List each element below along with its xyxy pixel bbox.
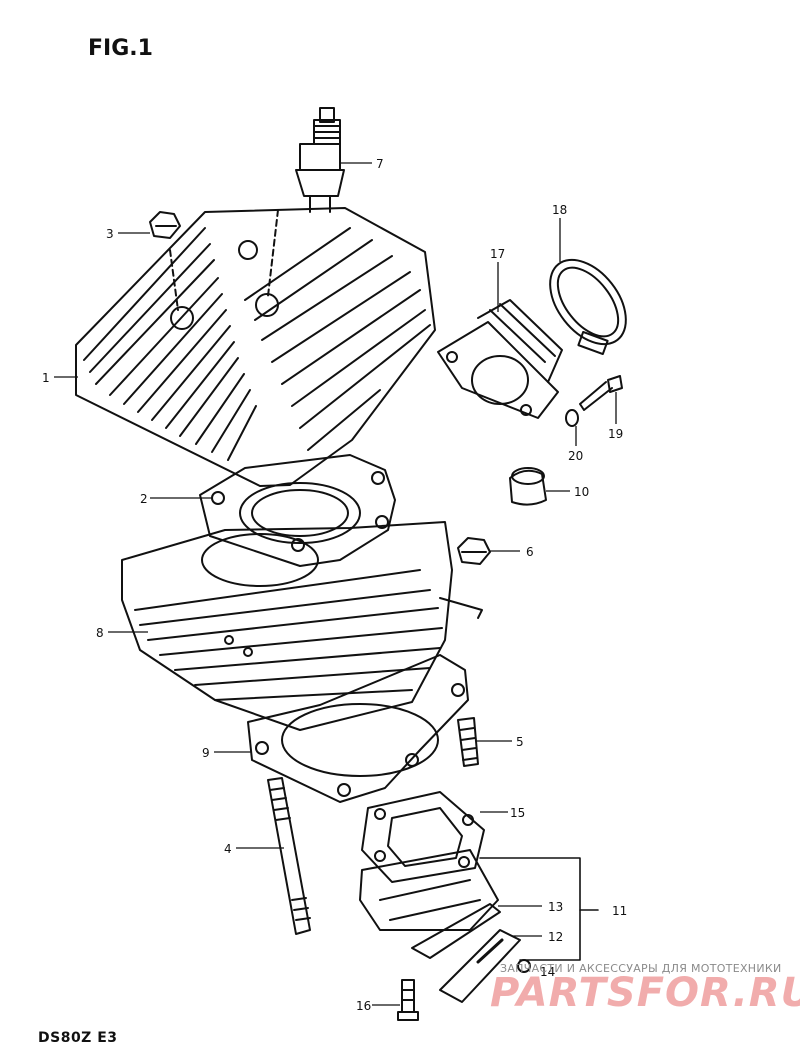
rubber-cap-10 — [509, 467, 547, 506]
callout-19: 19 — [608, 427, 623, 441]
callout-10: 10 — [574, 485, 589, 499]
callout-15: 15 — [510, 806, 525, 820]
callout-17: 17 — [490, 247, 505, 261]
callout-2: 2 — [140, 492, 148, 506]
stud-bolt-4 — [267, 777, 311, 935]
callout-14: 14 — [540, 965, 555, 979]
head-gasket — [199, 454, 396, 567]
reed-valve-assembly — [359, 791, 499, 931]
callout-5: 5 — [516, 735, 524, 749]
cap-nut-3 — [149, 211, 181, 239]
callout-20: 20 — [568, 449, 583, 463]
callout-13: 13 — [548, 900, 563, 914]
callout-8: 8 — [96, 626, 104, 640]
callout-6: 6 — [526, 545, 534, 559]
stud-bolt-5 — [457, 717, 479, 767]
intake-pipe — [437, 299, 563, 419]
spark-plug — [295, 107, 345, 213]
callout-3: 3 — [106, 227, 114, 241]
reed-plate-12 — [411, 903, 501, 959]
flange-nut-6 — [457, 537, 491, 565]
callout-16: 16 — [356, 999, 371, 1013]
callout-1: 1 — [42, 371, 50, 385]
callout-7: 7 — [376, 157, 384, 171]
callout-4: 4 — [224, 842, 232, 856]
callout-12: 12 — [548, 930, 563, 944]
cylinder — [121, 521, 483, 731]
callout-18: 18 — [552, 203, 567, 217]
callout-11: 11 — [612, 904, 627, 918]
screw-19 — [579, 375, 623, 411]
watermark-caption: ЗАПЧАСТИ И АКСЕССУАРЫ ДЛЯ МОТОТЕХНИКИ — [500, 962, 782, 975]
watermark-logo: PARTSFOR.RU — [490, 970, 800, 1016]
cylinder-head — [75, 207, 436, 487]
figure-title: FIG.1 — [88, 36, 153, 61]
callout-9: 9 — [202, 746, 210, 760]
base-gasket — [247, 654, 469, 803]
washer-20 — [565, 409, 579, 427]
screw-16 — [397, 979, 419, 1021]
hose-clamp — [549, 258, 627, 356]
model-code: DS80Z E3 — [38, 1030, 118, 1046]
